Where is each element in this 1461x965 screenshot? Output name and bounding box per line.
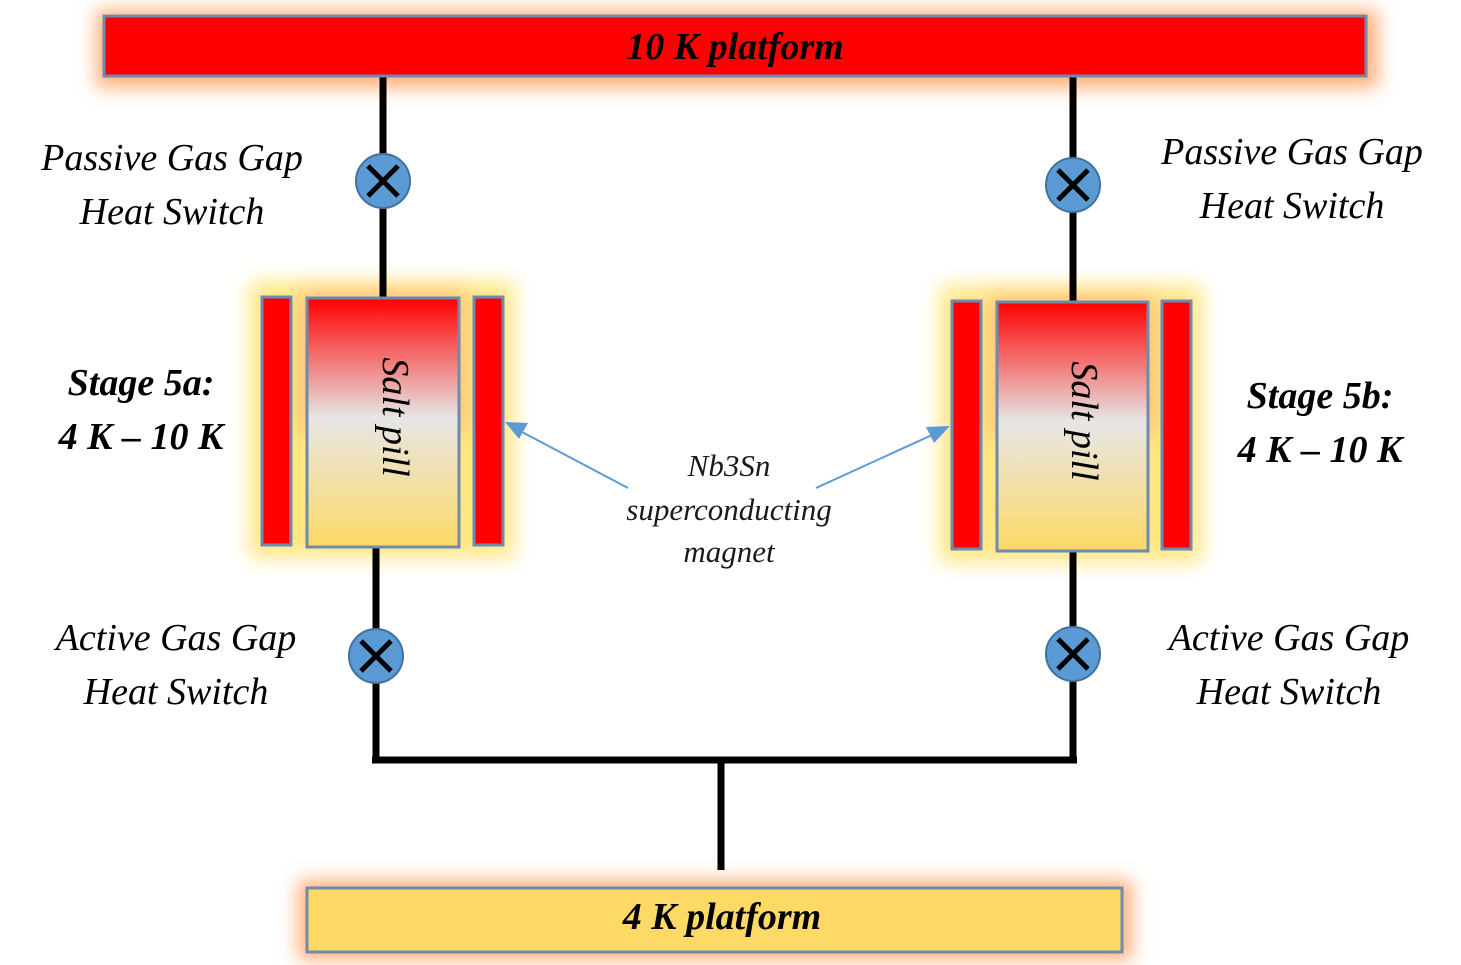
svg-text:Nb3Sn: Nb3Sn: [687, 448, 771, 483]
magnet-coil-right-outer: [1160, 299, 1193, 551]
svg-text:Stage 5b:: Stage 5b:: [1247, 375, 1394, 417]
platform-4k: 4 K platform: [305, 886, 1124, 954]
svg-text:Passive Gas Gap: Passive Gas Gap: [40, 137, 303, 179]
x-circle-icon: [1045, 157, 1101, 213]
magnet-label: Nb3Sn superconducting magnet: [626, 448, 831, 569]
stage-5b-assembly: Salt pill: [950, 299, 1193, 553]
svg-text:Stage 5a:: Stage 5a:: [68, 362, 215, 404]
arrow-to-left-magnet: [521, 431, 629, 489]
stage-5a-label: Stage 5a: 4 K – 10 K: [58, 362, 226, 458]
svg-text:4 K – 10 K: 4 K – 10 K: [58, 416, 226, 458]
salt-pill-right-label: Salt pill: [1063, 361, 1105, 480]
svg-text:Heat Switch: Heat Switch: [1199, 185, 1385, 227]
platform-10k: 10 K platform: [102, 14, 1368, 78]
svg-text:Passive Gas Gap: Passive Gas Gap: [1160, 131, 1423, 173]
x-circle-icon: [1045, 626, 1101, 682]
magnet-arrows: [505, 422, 950, 489]
passive-switch-right-label: Passive Gas Gap Heat Switch: [1160, 131, 1423, 227]
svg-text:magnet: magnet: [683, 534, 776, 569]
svg-text:Heat Switch: Heat Switch: [79, 191, 265, 233]
svg-text:Heat Switch: Heat Switch: [83, 671, 269, 713]
svg-text:Heat Switch: Heat Switch: [1196, 671, 1382, 713]
active-switch-right-label: Active Gas Gap Heat Switch: [1166, 617, 1410, 713]
platform-4k-label: 4 K platform: [622, 896, 821, 938]
passive-switch-left-label: Passive Gas Gap Heat Switch: [40, 137, 303, 233]
stage-5a-assembly: Salt pill: [260, 295, 505, 549]
magnet-coil-right-inner: [950, 299, 983, 551]
stage-5b-label: Stage 5b: 4 K – 10 K: [1237, 375, 1405, 471]
salt-pill-right: [995, 300, 1150, 553]
svg-text:Active Gas Gap: Active Gas Gap: [1166, 617, 1410, 659]
active-switch-left-label: Active Gas Gap Heat Switch: [53, 617, 297, 713]
svg-text:superconducting: superconducting: [626, 492, 831, 527]
arrowhead-left: [505, 422, 528, 439]
x-circle-icon: [355, 153, 411, 209]
arrowhead-right: [926, 426, 950, 443]
salt-pill-left-label: Salt pill: [374, 357, 416, 476]
magnet-coil-left-inner: [472, 295, 505, 547]
svg-text:Active Gas Gap: Active Gas Gap: [53, 617, 297, 659]
salt-pill-left: [305, 296, 461, 549]
platform-10k-label: 10 K platform: [626, 26, 843, 68]
magnet-coil-left-outer: [260, 295, 293, 547]
arrow-to-right-magnet: [815, 434, 933, 489]
x-circle-icon: [348, 628, 404, 684]
svg-text:4 K – 10 K: 4 K – 10 K: [1237, 429, 1405, 471]
